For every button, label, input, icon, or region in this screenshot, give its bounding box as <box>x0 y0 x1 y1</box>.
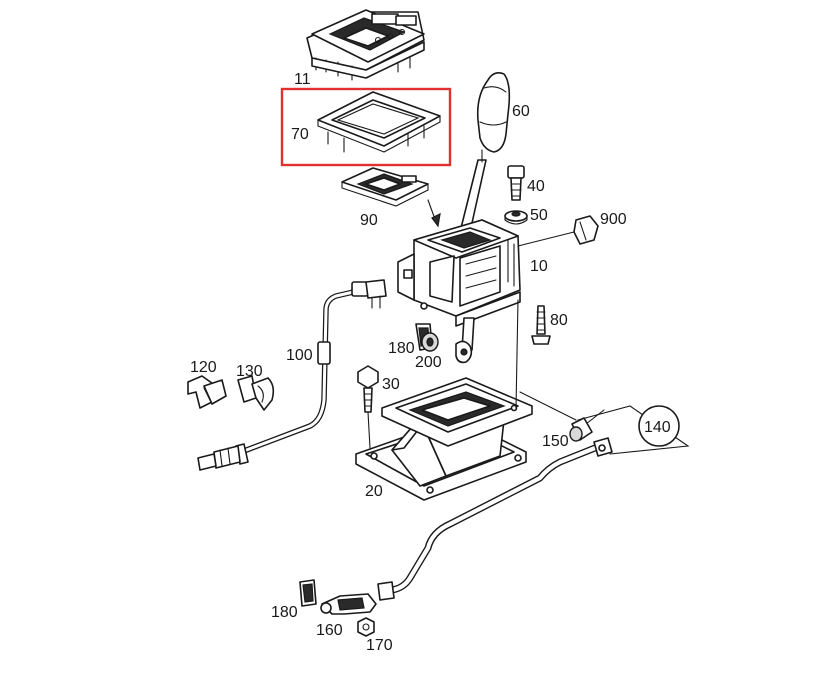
arrow-head-icon <box>431 212 441 228</box>
label-part-130: 130 <box>236 363 263 380</box>
part-20-mounting-bracket[interactable] <box>355 377 533 501</box>
highlight-box-part-70 <box>280 87 452 167</box>
part-200-grommet[interactable] <box>421 332 439 352</box>
label-part-80: 80 <box>550 312 568 329</box>
label-part-11: 11 <box>294 71 311 88</box>
label-part-900: 900 <box>600 211 627 228</box>
label-part-30: 30 <box>382 376 400 393</box>
part-140-callout-circle <box>638 405 680 447</box>
part-900-connector-plug[interactable] <box>573 215 599 245</box>
label-part-140: 140 <box>644 419 671 436</box>
label-part-170: 170 <box>366 637 393 654</box>
guide-line-150 <box>519 391 605 425</box>
part-11-trim-cover[interactable] <box>306 9 425 81</box>
part-90-shift-gate-plate[interactable] <box>341 167 429 207</box>
part-150-ball-stud[interactable] <box>569 417 593 442</box>
label-part-150: 150 <box>542 433 569 450</box>
part-70-bezel-frame[interactable] <box>317 91 441 153</box>
part-200-bushing[interactable] <box>455 340 473 364</box>
label-part-50: 50 <box>530 207 548 224</box>
label-part-120: 120 <box>190 359 217 376</box>
label-part-100: 100 <box>286 347 313 364</box>
leader-900-to-housing <box>517 231 575 247</box>
guide-line-80 <box>515 299 519 409</box>
part-60-shift-knob[interactable] <box>476 72 511 153</box>
label-part-90: 90 <box>360 212 378 229</box>
label-part-40: 40 <box>527 178 545 195</box>
part-160-rod-lever[interactable] <box>320 593 377 615</box>
part-50-washer[interactable] <box>504 210 528 225</box>
part-170-nut[interactable] <box>357 617 375 637</box>
part-10-selector-housing[interactable] <box>397 219 521 327</box>
label-part-60: 60 <box>512 103 530 120</box>
part-100-shift-cable[interactable] <box>197 279 387 471</box>
part-120-cable-clip[interactable] <box>187 375 227 409</box>
part-30-bolt[interactable] <box>357 365 379 413</box>
label-part-200: 200 <box>415 354 442 371</box>
part-140-selector-rod[interactable] <box>377 437 613 601</box>
label-part-20: 20 <box>365 483 383 500</box>
label-part-180-upper: 180 <box>388 340 415 357</box>
label-part-160: 160 <box>316 622 343 639</box>
label-part-70: 70 <box>291 126 309 143</box>
part-130-cable-clip[interactable] <box>237 375 275 411</box>
label-part-180-lower: 180 <box>271 604 298 621</box>
label-part-10: 10 <box>530 258 548 275</box>
part-180-clip-lower[interactable] <box>299 579 317 607</box>
part-80-screw[interactable] <box>531 305 551 345</box>
guide-line-30 <box>367 411 371 449</box>
part-40-bolt[interactable] <box>507 165 525 201</box>
